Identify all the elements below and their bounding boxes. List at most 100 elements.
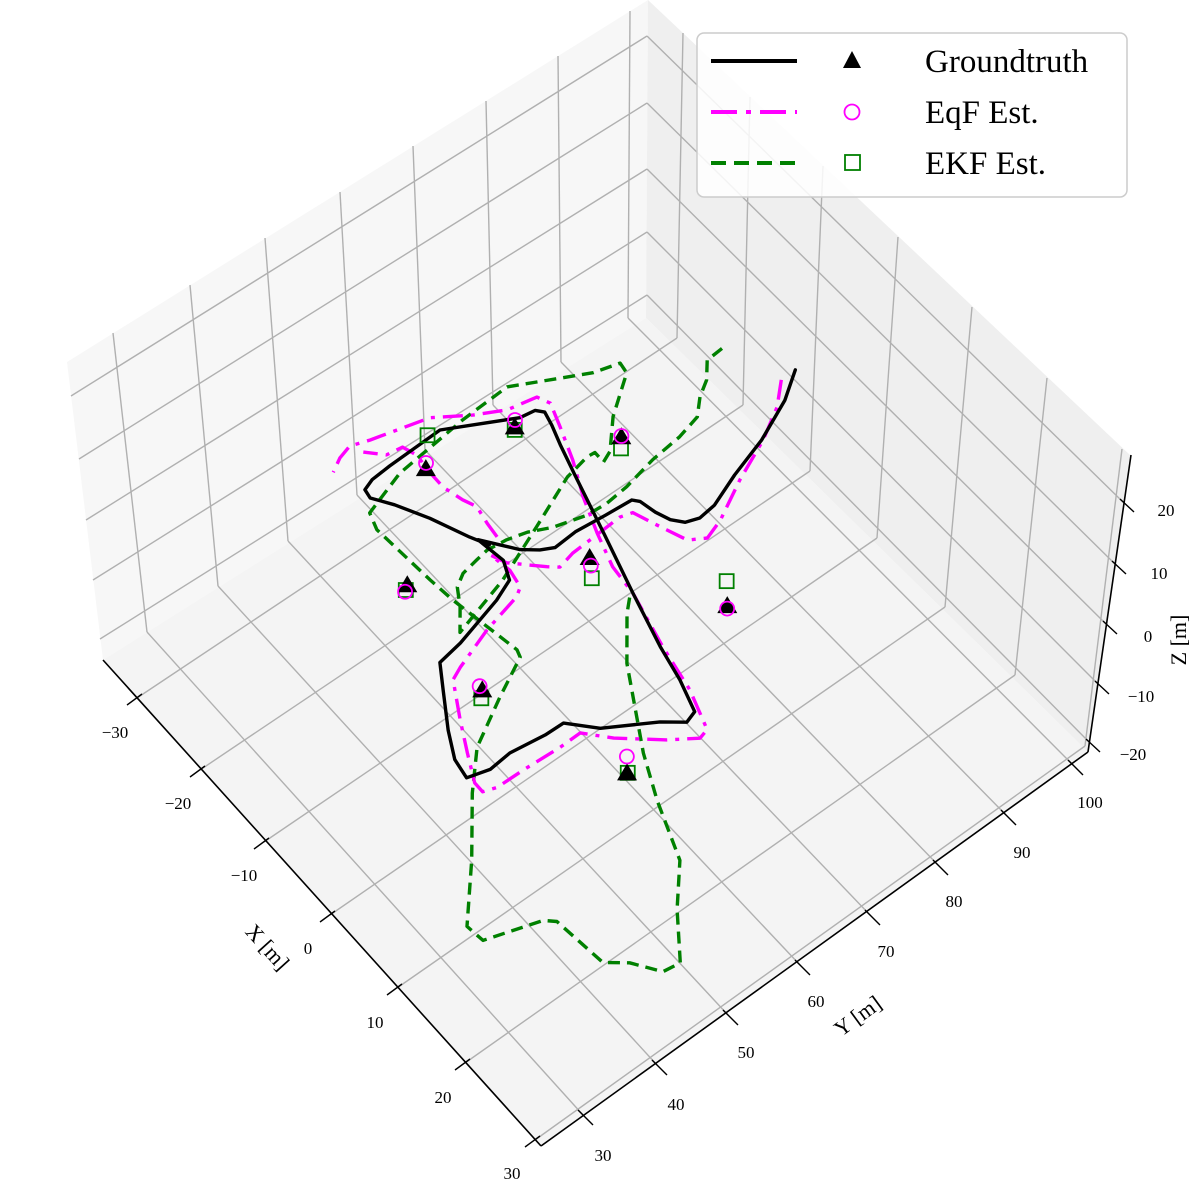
x-axis-line — [102, 659, 542, 1147]
gridline — [217, 585, 658, 1066]
x-tick-mark — [386, 983, 403, 996]
gridline — [809, 165, 824, 472]
y-tick-label: 40 — [668, 1095, 685, 1114]
x-tick-label: 0 — [304, 939, 313, 958]
gridline — [70, 35, 648, 397]
eqf-landmark-circle — [507, 412, 523, 428]
x-tick-mark — [253, 837, 270, 850]
gridline — [356, 494, 801, 966]
gridline — [485, 100, 494, 406]
groundtruth-landmark-triangle — [617, 763, 638, 781]
legend: Groundtruth EqF Est. EKF Est. — [696, 32, 1128, 198]
gridline — [85, 168, 648, 521]
gridline — [339, 191, 358, 496]
y-tick-mark — [864, 909, 881, 926]
y-tick-label: 50 — [738, 1043, 755, 1062]
gridline — [646, 294, 1091, 744]
y-tick-label: 80 — [946, 892, 963, 911]
z-tick-mark — [1119, 498, 1135, 513]
gridline — [676, 32, 684, 339]
x-tick-label: −20 — [165, 794, 192, 813]
x-tick-mark — [319, 910, 336, 923]
eqf-landmark-circle — [719, 600, 736, 617]
x-axis-label: X [m] — [241, 919, 295, 975]
x-tick-mark — [454, 1058, 471, 1071]
x-tick-label: −30 — [102, 723, 129, 742]
legend-label: EKF Est. — [925, 146, 1046, 182]
gridline — [136, 337, 678, 699]
axes — [102, 454, 1135, 1148]
gridline — [876, 236, 899, 539]
legend-entry-eqf: EqF Est. — [711, 95, 1039, 131]
gridline — [557, 55, 562, 363]
series-line-eqf-est — [363, 445, 499, 538]
y-tick-mark — [651, 1059, 668, 1076]
gridlines — [70, 10, 1125, 1141]
legend-label: Groundtruth — [925, 44, 1089, 80]
gridline — [627, 317, 1074, 766]
x-tick-label: −10 — [231, 866, 258, 885]
eqf-landmark-circle — [397, 583, 413, 600]
gridline — [627, 10, 631, 319]
gridline — [560, 361, 1007, 816]
z-tick-label: −10 — [1128, 687, 1155, 706]
gridline — [112, 332, 148, 633]
groundtruth-landmark-triangle — [397, 575, 418, 593]
eqf-landmark-circle — [418, 455, 434, 471]
gridline — [646, 168, 1108, 626]
gridline — [412, 145, 426, 451]
gridline — [78, 102, 648, 460]
legend-entry-ekf: EKF Est. — [711, 146, 1046, 182]
z-tick-label: 20 — [1158, 501, 1175, 520]
legend-label: EqF Est. — [925, 95, 1039, 131]
x-tick-label: 20 — [435, 1088, 452, 1107]
groundtruth-landmark-triangle — [717, 596, 738, 614]
y-tick-label: 30 — [595, 1146, 612, 1165]
y-tick-mark — [794, 959, 811, 976]
z-tick-mark — [1111, 560, 1127, 575]
y-axis-line — [540, 751, 1089, 1147]
gridline — [396, 606, 946, 989]
x-tick-label: 30 — [504, 1164, 521, 1183]
series-line-groundtruth — [363, 368, 797, 780]
landmark-markers — [397, 412, 738, 781]
ekf-landmark-square — [583, 570, 600, 587]
y-tick-label: 60 — [808, 992, 825, 1011]
y-tick-mark — [1000, 809, 1017, 826]
eqf-landmark-circle — [582, 557, 599, 574]
gridline — [199, 404, 744, 771]
eqf-landmark-circle — [613, 428, 630, 444]
z-axis-label: Z [m] — [1166, 615, 1191, 666]
series-layer — [331, 347, 797, 974]
ekf-landmark-square — [419, 427, 436, 444]
y-tick-label: 100 — [1077, 793, 1103, 812]
z-tick-label: 10 — [1151, 564, 1168, 583]
x-tick-mark — [189, 765, 206, 778]
gridline — [534, 745, 1086, 1141]
gridline — [424, 449, 871, 916]
gridline — [189, 284, 219, 587]
gridline — [492, 404, 939, 866]
gridline — [92, 231, 648, 581]
left-wall-pane — [67, 0, 648, 660]
gridline — [464, 674, 1016, 1064]
z-tick-mark — [1094, 680, 1110, 695]
eqf-landmark-circle — [618, 748, 635, 765]
z-tick-label: 0 — [1144, 627, 1153, 646]
legend-circle-icon — [843, 103, 861, 121]
gridline — [1014, 377, 1048, 676]
z-tick-mark — [1102, 620, 1118, 635]
gridline — [263, 470, 811, 843]
eqf-landmark-circle — [471, 678, 488, 695]
gridline — [146, 631, 584, 1116]
y-tick-mark — [722, 1009, 739, 1026]
legend-triangle-icon — [843, 51, 861, 68]
groundtruth-landmark-triangle — [504, 417, 525, 435]
z-tick-label: −20 — [1120, 745, 1147, 764]
y-tick-label: 70 — [878, 942, 895, 961]
series-line-eqf-est — [331, 379, 783, 794]
legend-entry-groundtruth: Groundtruth — [711, 44, 1089, 80]
gridline — [287, 540, 729, 1016]
ekf-landmark-square — [718, 573, 735, 590]
